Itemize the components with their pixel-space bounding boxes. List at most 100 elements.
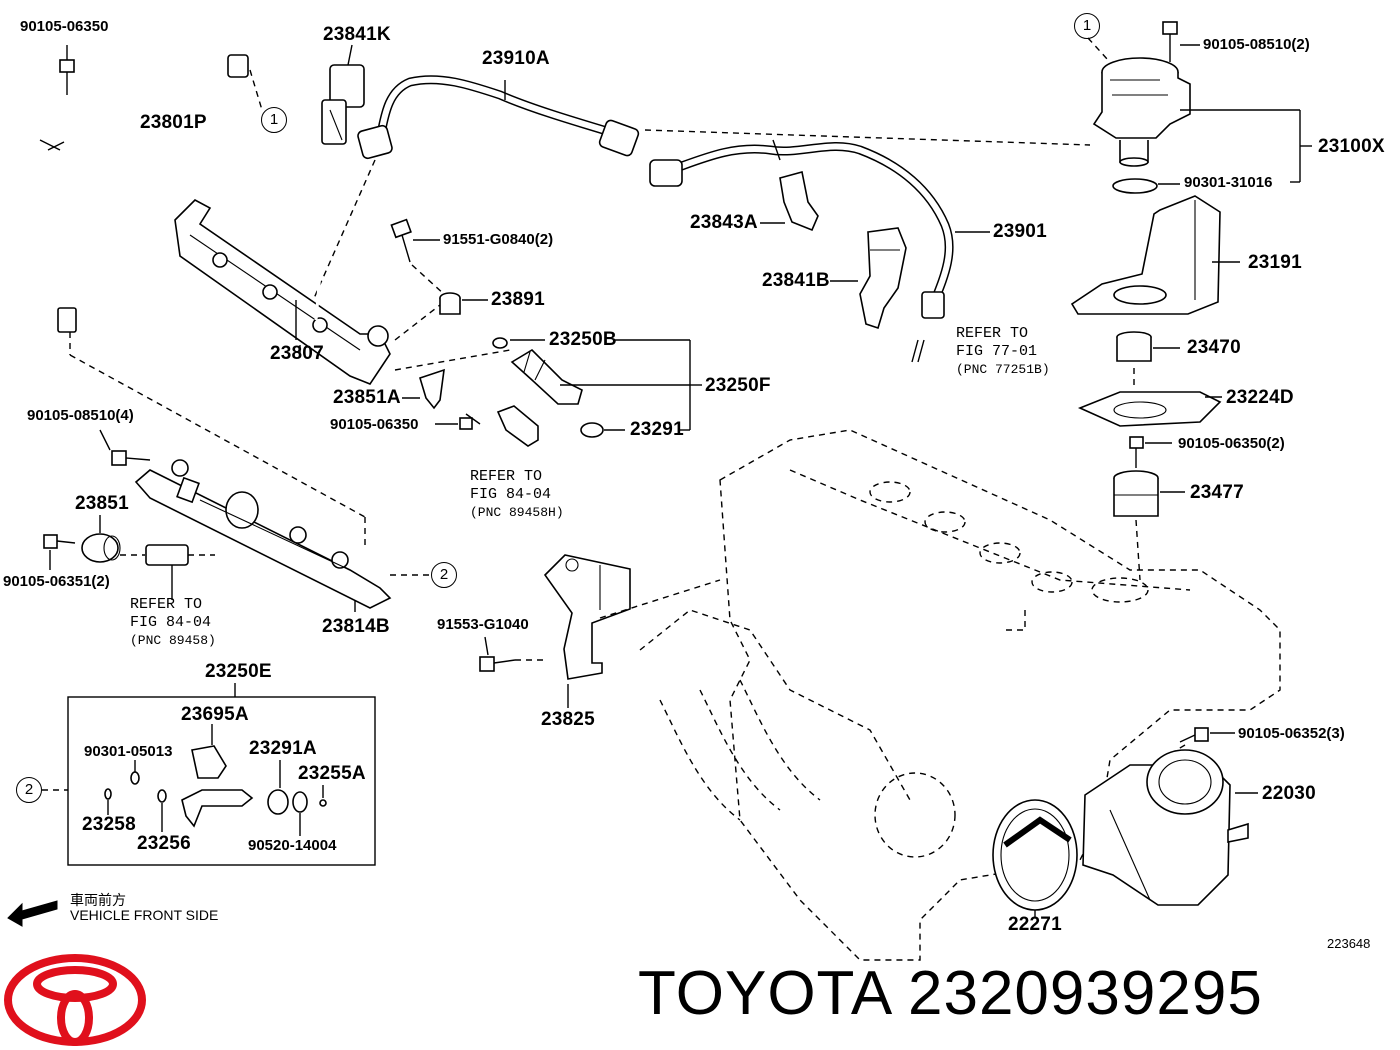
- bolt-91551-g0840: [390, 218, 412, 263]
- label-23191: 23191: [1248, 252, 1302, 273]
- ref-line: REFER TO: [956, 325, 1029, 342]
- label-23258: 23258: [82, 814, 136, 835]
- bolt-91553-g1040: [479, 656, 516, 672]
- ref-line: (PNC 89458H): [470, 505, 564, 520]
- pressure-sensor: [496, 405, 539, 447]
- label-23910a: 23910A: [482, 48, 550, 69]
- ref-line: FIG 84-04: [470, 486, 552, 503]
- label-23250f: 23250F: [705, 375, 771, 396]
- label-90301-05013: 90301-05013: [84, 743, 173, 760]
- sensor-89458: [145, 544, 189, 600]
- label-23695a: 23695A: [181, 704, 249, 725]
- label-23256: 23256: [137, 833, 191, 854]
- delivery-pipe-23814b: [134, 459, 392, 609]
- brand-title: TOYOTA 2320939295: [638, 959, 1263, 1028]
- seal-23291: [580, 422, 604, 438]
- o-ring-23250b: [492, 337, 508, 349]
- lifter-23470: [1116, 331, 1152, 362]
- label-23901: 23901: [993, 221, 1047, 242]
- label-23250b: 23250B: [549, 329, 617, 350]
- callout-1-top: 1: [1074, 13, 1100, 39]
- o-ring-90301-31016: [1112, 178, 1158, 194]
- fuel-rail-23807: [174, 199, 391, 385]
- label-90520-14004: 90520-14004: [248, 837, 337, 854]
- fuel-pump-23100x: [1092, 57, 1191, 167]
- connector-23841b: [859, 227, 907, 330]
- gasket-23224d: [1077, 391, 1222, 427]
- label-23100x: 23100X: [1318, 136, 1385, 157]
- label-23291: 23291: [630, 419, 684, 440]
- label-23255a: 23255A: [298, 763, 366, 784]
- label-23891: 23891: [491, 289, 545, 310]
- throttle-body-22030: [1082, 749, 1249, 906]
- wire-harness-23901: [649, 139, 954, 319]
- label-22271: 22271: [1008, 914, 1062, 935]
- fuel-pipe-23801p: [39, 54, 249, 333]
- label-23841b: 23841B: [762, 270, 830, 291]
- label-90105-06350-mid: 90105-06350: [330, 416, 419, 433]
- label-91551-g0840: 91551-G0840(2): [443, 231, 554, 248]
- bracket-23825: [543, 554, 631, 680]
- ref-fig-77-01: REFER TO FIG 77-01 (PNC 77251B): [956, 325, 1050, 379]
- spacer-23891: [439, 292, 461, 315]
- bracket-23191: [1070, 195, 1221, 315]
- housing-23477: [1113, 470, 1159, 517]
- ref-fig-84-04-a: REFER TO FIG 84-04 (PNC 89458H): [470, 468, 564, 522]
- injector-23250f: [510, 348, 583, 405]
- bolt-90105-08510-2: [1162, 21, 1178, 62]
- label-91553-g1040: 91553-G1040: [437, 616, 529, 633]
- label-23477: 23477: [1190, 482, 1244, 503]
- label-90105-06351-2: 90105-06351(2): [3, 573, 110, 590]
- label-90105-06350-2: 90105-06350(2): [1178, 435, 1285, 452]
- label-90105-08510-4: 90105-08510(4): [27, 407, 134, 424]
- bolt-90105-06350-top: [59, 45, 75, 95]
- clip-23843a: [779, 171, 819, 232]
- kit-parts: [104, 745, 327, 828]
- bolt-90105-06351-2: [43, 534, 76, 549]
- ref-line: FIG 84-04: [130, 614, 212, 631]
- label-23825: 23825: [541, 709, 595, 730]
- label-23843a: 23843A: [690, 212, 758, 233]
- label-23814b: 23814B: [322, 616, 390, 637]
- ref-line: (PNC 89458): [130, 633, 216, 648]
- engine-outline: [639, 429, 1281, 961]
- bolt-90105-06350-mid: [459, 413, 481, 430]
- label-22030: 22030: [1262, 783, 1316, 804]
- label-23470: 23470: [1187, 337, 1241, 358]
- front-label-jp: 車両前方: [70, 893, 126, 909]
- label-23841k: 23841K: [323, 24, 391, 45]
- label-23807: 23807: [270, 343, 324, 364]
- bolt-90105-06350-2: [1129, 436, 1144, 468]
- callout-2-mid: 2: [431, 562, 457, 588]
- bolt-90105-06352-3: [1179, 727, 1209, 743]
- callout-2-box: 2: [16, 777, 42, 803]
- label-90105-08510-2: 90105-08510(2): [1203, 36, 1310, 53]
- label-23250e: 23250E: [205, 661, 272, 682]
- label-23801p: 23801P: [140, 112, 207, 133]
- ref-line: REFER TO: [470, 468, 543, 485]
- bracket-23851a: [419, 368, 445, 410]
- wire-harness-23910a: [357, 75, 640, 160]
- ref-line: REFER TO: [130, 596, 203, 613]
- label-90301-31016: 90301-31016: [1184, 174, 1273, 191]
- label-23291a: 23291A: [249, 738, 317, 759]
- callout-1-left: 1: [261, 107, 287, 133]
- label-23224d: 23224D: [1226, 387, 1294, 408]
- label-90105-06350-top: 90105-06350: [20, 18, 109, 35]
- label-90105-06352-3: 90105-06352(3): [1238, 725, 1345, 742]
- ref-line: (PNC 77251B): [956, 362, 1050, 377]
- damper-23851: [81, 533, 121, 563]
- ref-line: FIG 77-01: [956, 343, 1038, 360]
- label-23851: 23851: [75, 493, 129, 514]
- front-label-en: VEHICLE FRONT SIDE: [70, 907, 219, 923]
- bolt-90105-08510-4: [111, 450, 151, 466]
- front-arrow-icon: [7, 900, 58, 927]
- figure-id: 223648: [1327, 936, 1371, 951]
- connector-23841k: [321, 64, 365, 145]
- kit-box-23250e: [67, 696, 376, 866]
- label-23851a: 23851A: [333, 387, 401, 408]
- ref-fig-84-04-b: REFER TO FIG 84-04 (PNC 89458): [130, 596, 216, 650]
- gasket-22271: [992, 799, 1078, 911]
